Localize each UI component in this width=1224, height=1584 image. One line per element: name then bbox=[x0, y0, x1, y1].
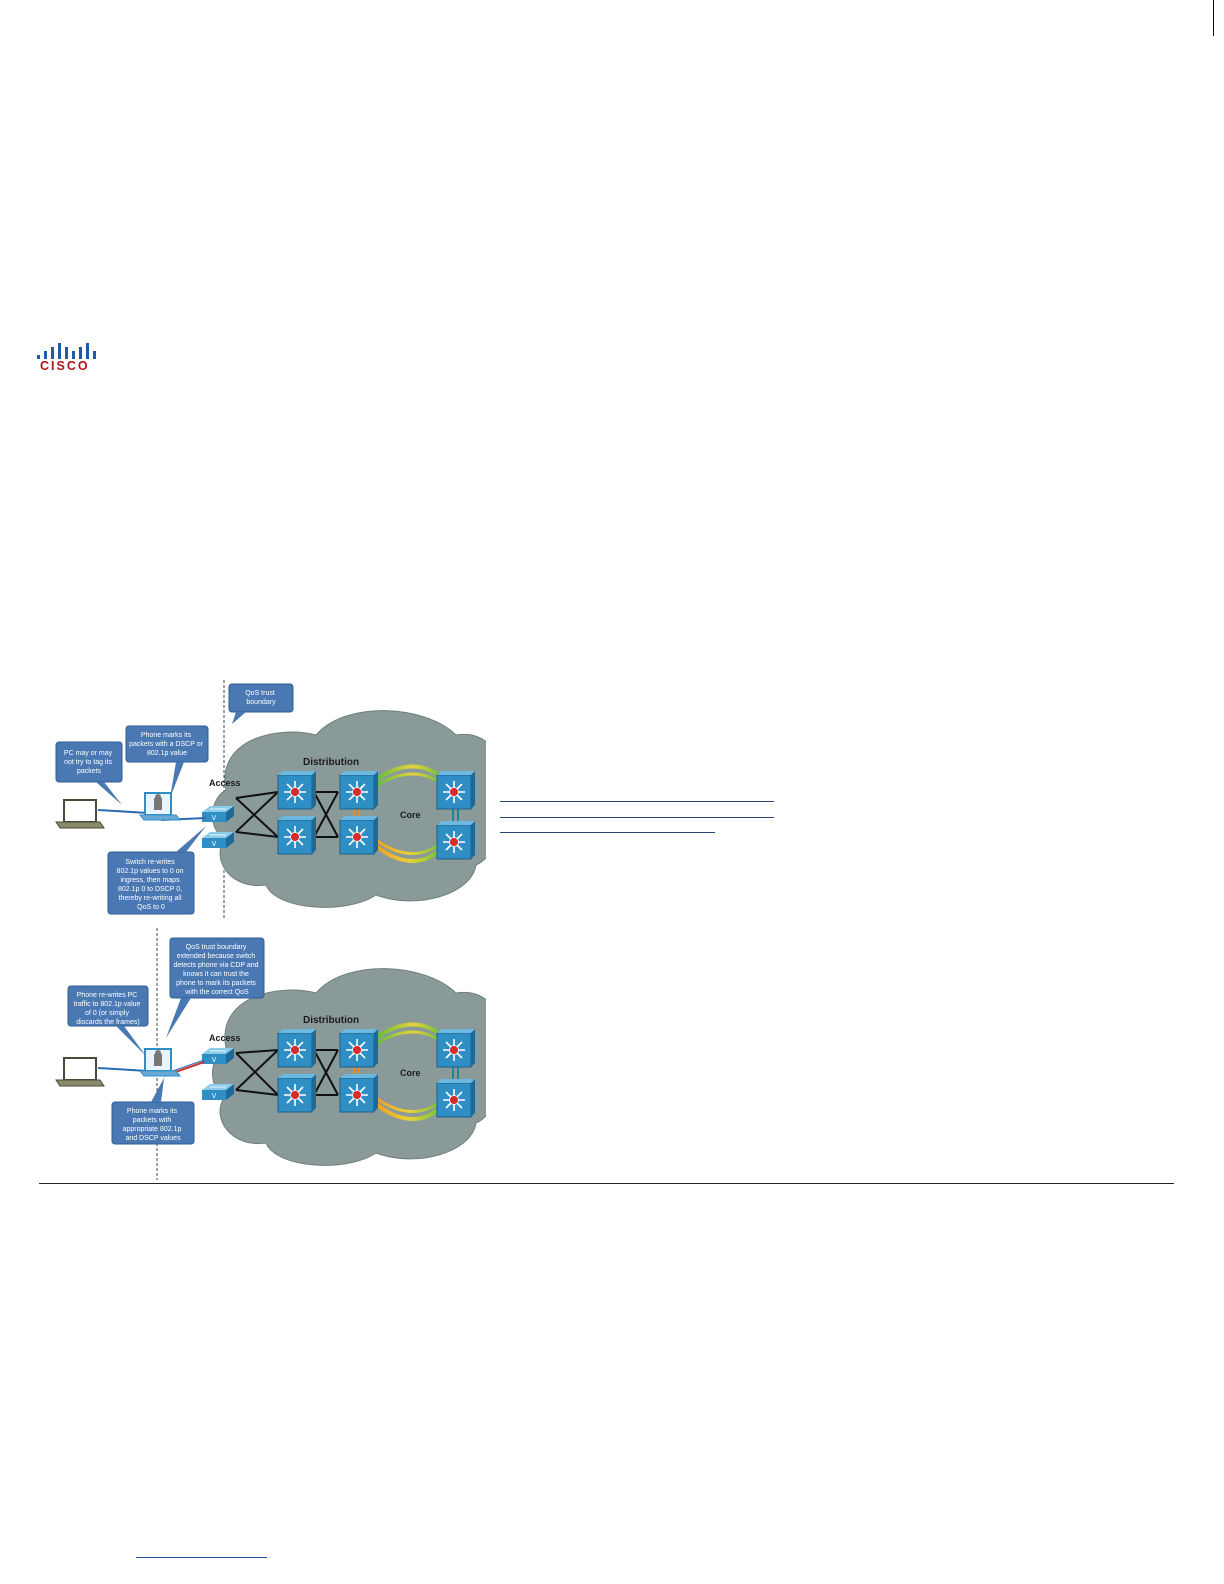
top-pc-callout: PC may or may not try to tag its packets bbox=[64, 750, 114, 775]
redacted-line-2 bbox=[500, 817, 774, 818]
bottom-phone-rewrite-callout: Phone re-writes PC traffic to 802.1p val… bbox=[74, 992, 143, 1026]
bottom-panel: Distribution Core Access bbox=[55, 928, 486, 1180]
bottom-distribution-label: Distribution bbox=[303, 1015, 359, 1026]
cisco-logo: CISCO bbox=[37, 343, 97, 375]
bottom-trust-callout: QoS trust boundary extended because swit… bbox=[173, 944, 260, 996]
top-phone-callout: Phone marks its packets with a DSCP or 8… bbox=[129, 732, 205, 757]
bottom-access-label: Access bbox=[209, 1033, 241, 1043]
footer-link-underline[interactable] bbox=[136, 1557, 267, 1558]
top-panel: Distribution Core Access bbox=[55, 680, 486, 920]
bottom-core-label: Core bbox=[400, 1068, 421, 1078]
top-distribution-label: Distribution bbox=[303, 757, 359, 768]
top-trust-callout: QoS trust boundary bbox=[245, 690, 277, 706]
top-core-label: Core bbox=[400, 810, 421, 820]
bottom-phone-marks-callout: Phone marks its packets with appropriate… bbox=[123, 1108, 184, 1142]
redacted-line-1 bbox=[500, 801, 774, 802]
top-edge-rule bbox=[1213, 0, 1214, 36]
redacted-line-3 bbox=[500, 832, 715, 833]
footer-divider bbox=[39, 1183, 1174, 1184]
qos-trust-boundary-diagram: V Distribution Core Access bbox=[55, 680, 486, 1180]
top-switch-callout: Switch re-writes 802.1p values to 0 on i… bbox=[117, 859, 186, 911]
top-access-label: Access bbox=[209, 778, 241, 788]
cisco-logo-wordmark: CISCO bbox=[40, 359, 90, 373]
cisco-logo-bars bbox=[37, 343, 96, 359]
